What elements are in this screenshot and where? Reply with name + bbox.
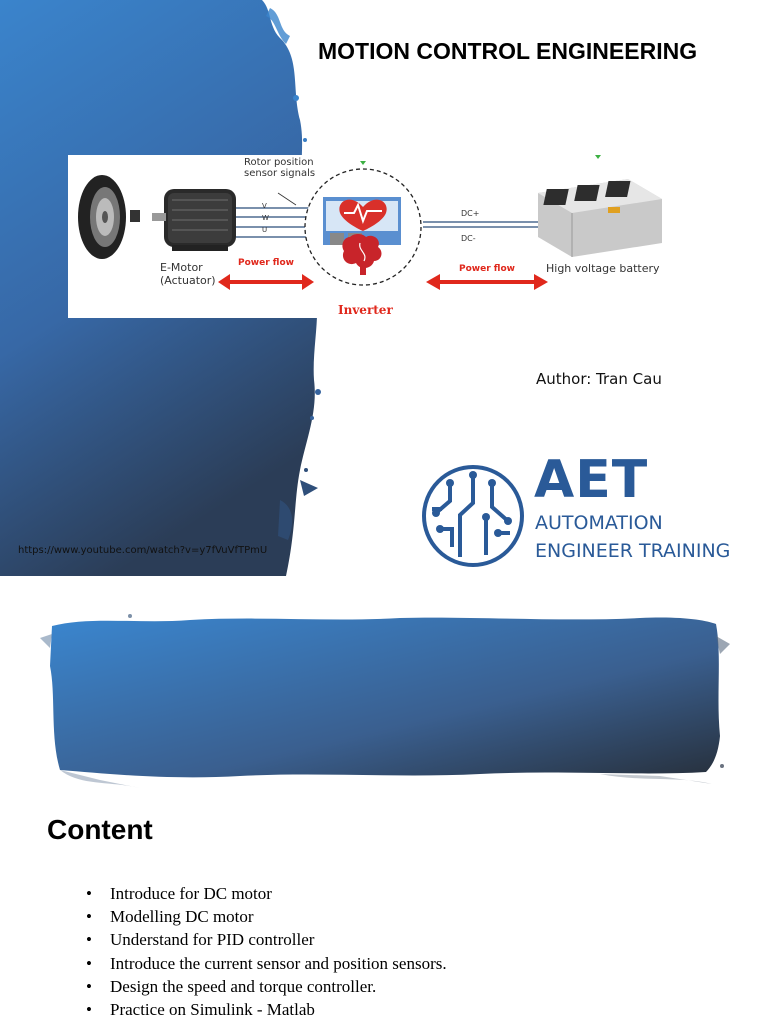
slide-title: MOTION CONTROL ENGINEERING bbox=[318, 38, 698, 64]
motor-control-diagram: Rotor position sensor signals V W U E-Mo… bbox=[68, 155, 670, 318]
tire-icon bbox=[78, 175, 126, 259]
content-heading: Content bbox=[47, 814, 153, 845]
content-slide: Content Introduce for DC motor Modelling… bbox=[0, 576, 768, 1024]
battery-label: High voltage battery bbox=[546, 262, 660, 275]
dc-minus-label: DC- bbox=[461, 234, 476, 243]
emotor-label: E-Motor (Actuator) bbox=[160, 261, 216, 287]
list-item: Modelling DC motor bbox=[86, 905, 447, 928]
power-flow-label-left: Power flow bbox=[238, 258, 294, 268]
list-item: Introduce for DC motor bbox=[86, 882, 447, 905]
list-item: Understand for PID controller bbox=[86, 928, 447, 951]
author-name: Author: Tran Cau bbox=[536, 370, 662, 388]
logo-tagline-line1: AUTOMATION bbox=[535, 512, 663, 534]
dc-plus-label: DC+ bbox=[461, 209, 480, 218]
list-item: Design the speed and torque controller. bbox=[86, 975, 447, 998]
heart-icon bbox=[339, 199, 387, 231]
power-flow-arrow-right bbox=[426, 274, 548, 290]
power-flow-arrow-left bbox=[218, 274, 314, 290]
list-item: Practice on Simulink - Matlab bbox=[86, 998, 447, 1021]
title-slide: MOTION CONTROL ENGINEERING bbox=[0, 0, 731, 576]
phase-w-label: W bbox=[262, 214, 269, 222]
list-item: Introduce the current sensor and positio… bbox=[86, 952, 447, 975]
circuit-brain-logo-icon bbox=[422, 465, 524, 567]
phase-u-label: U bbox=[262, 226, 268, 234]
blue-paint-banner bbox=[40, 614, 730, 788]
motor-icon bbox=[152, 189, 236, 251]
logo-tagline-line2: ENGINEER TRAINING bbox=[535, 540, 731, 562]
logo-wordmark: AET bbox=[534, 450, 649, 510]
power-flow-label-right: Power flow bbox=[459, 264, 515, 274]
content-bullet-list: Introduce for DC motor Modelling DC moto… bbox=[86, 882, 447, 1021]
rotor-sensor-label: Rotor position sensor signals bbox=[244, 157, 316, 179]
phase-v-label: V bbox=[262, 202, 267, 210]
inverter-label: Inverter bbox=[338, 303, 393, 317]
battery-icon bbox=[538, 179, 662, 257]
brain-icon bbox=[342, 234, 382, 275]
video-link[interactable]: https://www.youtube.com/watch?v=y7fVuVfT… bbox=[18, 545, 268, 556]
